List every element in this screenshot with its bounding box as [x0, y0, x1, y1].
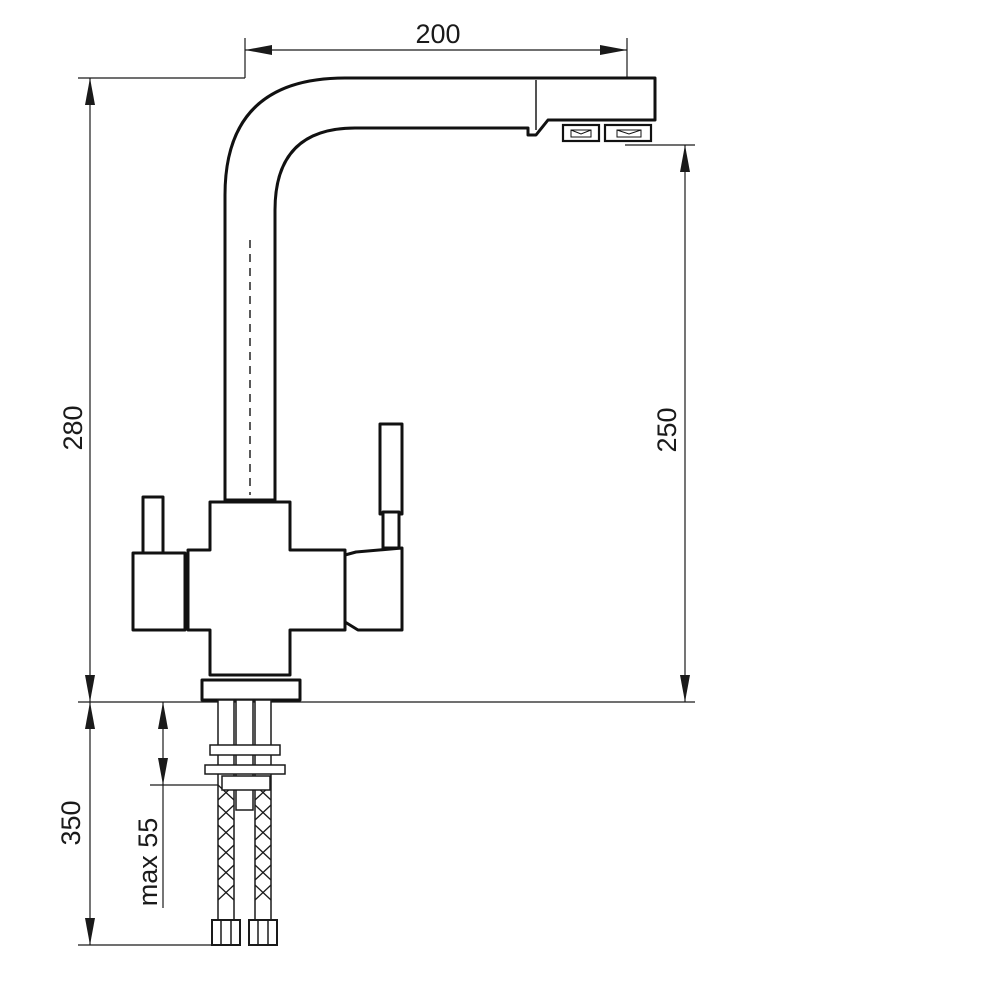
dimension-spout-height: 250 — [625, 144, 695, 702]
dimension-spout-reach: 200 — [78, 19, 628, 79]
mounting-nut — [221, 775, 271, 791]
aerator-right-icon — [616, 129, 642, 138]
mounting-washer — [204, 764, 286, 775]
dimension-hose-length: 350 — [56, 702, 215, 946]
hose-fitting-left — [211, 919, 241, 946]
dimension-label-350: 350 — [56, 800, 86, 845]
base-ring — [200, 678, 302, 702]
spout-body — [223, 76, 657, 502]
dimension-label-max-55: max 55 — [133, 818, 163, 907]
left-lever[interactable] — [141, 495, 165, 557]
aerator-right — [603, 123, 653, 143]
arrow-up-icon — [680, 145, 690, 172]
aerator-left-icon — [570, 129, 592, 138]
dimension-label-280: 280 — [58, 405, 88, 450]
arrow-right-icon — [600, 45, 627, 55]
arrow-up-icon — [85, 78, 95, 105]
body-cross — [186, 500, 347, 677]
arrow-down-icon — [85, 675, 95, 702]
left-handle[interactable] — [131, 551, 187, 632]
right-handle[interactable] — [343, 546, 404, 632]
arrow-up-icon — [85, 702, 95, 729]
arrow-up-icon — [158, 702, 168, 729]
arrow-down-icon — [85, 918, 95, 945]
arrow-down-icon — [680, 675, 690, 702]
right-lever[interactable] — [378, 422, 404, 516]
dimension-label-200: 200 — [415, 19, 460, 49]
hose-fitting-right — [248, 919, 278, 946]
aerator-left — [561, 123, 601, 143]
mounting-plate — [209, 744, 281, 756]
supply-hoses — [204, 699, 286, 946]
faucet-body — [131, 422, 404, 702]
right-lever-stem — [381, 510, 401, 550]
arrow-down-icon — [158, 758, 168, 785]
arrow-left-icon — [245, 45, 272, 55]
dimension-label-250: 250 — [652, 407, 682, 452]
dimension-total-height: 280 — [58, 78, 95, 702]
faucet-spout — [223, 76, 657, 502]
dimension-max-countertop: max 55 — [133, 702, 225, 908]
